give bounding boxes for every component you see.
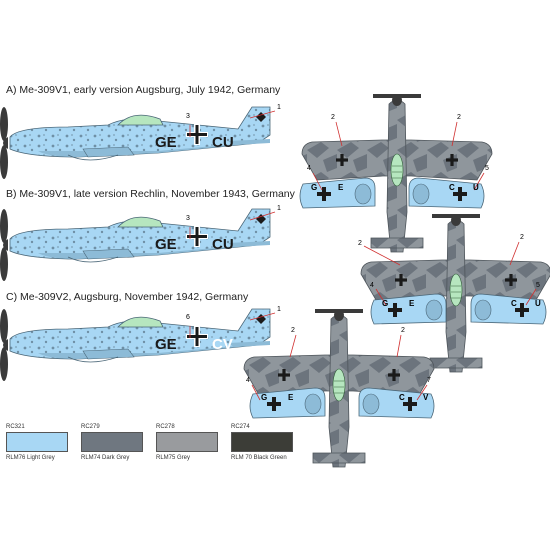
plan-a-under-right-letter-2: U [473, 183, 479, 192]
plan-b-under-callout-left: 4 [370, 282, 374, 289]
profile-a-code-right: CU [212, 134, 234, 151]
profile-b-callout-side: 1 [277, 205, 281, 212]
palette-code-3: RC278 [156, 424, 175, 430]
plan-a-under-right-letter-1: C [449, 183, 455, 192]
palette-swatch-3 [156, 432, 218, 452]
profile-c-caption: C) Me-309V2, Augsburg, November 1942, Ge… [6, 291, 249, 303]
plan-a-under-callout-right: 5 [485, 165, 489, 172]
palette-name-4: RLM 70 Black Green [231, 455, 287, 461]
plan-b-under-right-letter-2: U [535, 299, 541, 308]
profile-b-code-right: CU [212, 236, 234, 253]
palette-code-1: RC321 [6, 424, 25, 430]
palette-code-4: RC274 [231, 424, 250, 430]
plan-c-wing-callout-right: 2 [401, 327, 405, 334]
profile-c-code-left: GE [155, 336, 177, 353]
profile-b-callout-top: 3 [186, 215, 190, 222]
palette-name-2: RLM74 Dark Grey [81, 455, 130, 461]
profile-b-code-left: GE [155, 236, 177, 253]
palette-name-1: RLM76 Light Grey [6, 455, 55, 461]
palette-name-3: RLM75 Grey [156, 455, 191, 461]
plan-a-under-left-letter-2: E [338, 183, 344, 192]
plan-b-under-left-letter-2: E [409, 299, 415, 308]
plan-c-under-left-letter-2: E [288, 393, 294, 402]
plan-callout-lines [251, 121, 537, 401]
profile-b-caption: B) Me-309V1, late version Rechlin, Novem… [6, 188, 295, 200]
plan-b-under-right-letter-1: C [511, 299, 517, 308]
plan-b-under-left-letter-1: G [382, 299, 389, 308]
profile-a-code-left: GE [155, 134, 177, 151]
profile-a-caption: A) Me-309V1, early version Augsburg, Jul… [6, 84, 281, 96]
plan-c-under-right-letter-2: V [423, 393, 429, 402]
plan-c-under-right-letter-1: C [399, 393, 405, 402]
profile-c-callout-side: 1 [277, 306, 281, 313]
profile-c-callout-top: 6 [186, 314, 190, 321]
plan-a-wing-callout-right: 2 [457, 114, 461, 121]
plan-b-under-callout-right: 5 [536, 282, 540, 289]
palette-swatch-2 [81, 432, 143, 452]
plan-c-under-callout-right: 7 [427, 377, 431, 384]
profile-callout-lines [189, 110, 276, 338]
plan-b-wing-callout-left: 2 [358, 240, 362, 247]
profile-a-callout-top: 3 [186, 113, 190, 120]
palette-swatch-1 [6, 432, 68, 452]
plan-b-wing-callout-right: 2 [520, 234, 524, 241]
plan-a-wing-callout-left: 2 [331, 114, 335, 121]
profile-a-callout-side: 1 [277, 104, 281, 111]
palette-code-2: RC279 [81, 424, 100, 430]
plan-a-under-left-letter-1: G [311, 183, 318, 192]
plan-a-under-callout-left: 4 [307, 165, 311, 172]
palette-swatch-4 [231, 432, 293, 452]
plan-c-under-callout-left: 4 [246, 377, 250, 384]
plan-c-wing-callout-left: 2 [291, 327, 295, 334]
plan-c-under-left-letter-1: G [261, 393, 268, 402]
profile-c-code-right: CV [212, 336, 233, 353]
